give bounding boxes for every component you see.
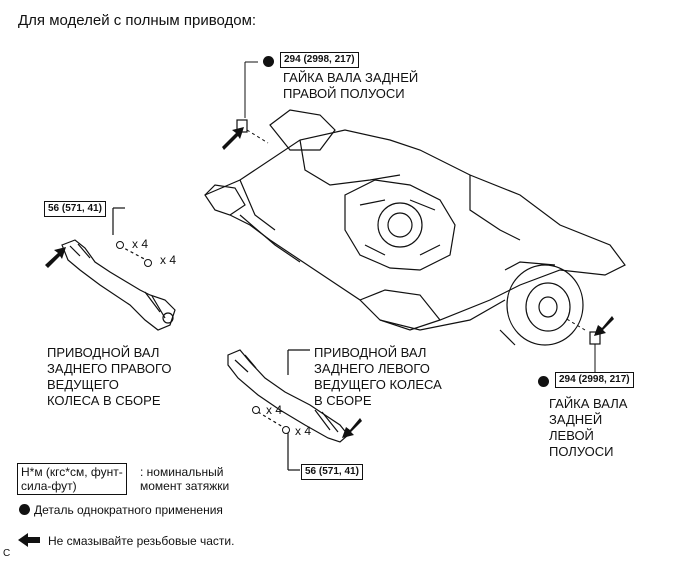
wheel-hub [506, 264, 584, 346]
torque-value-right-shaft: 56 (571, 41) [44, 201, 106, 217]
single-use-dot [263, 56, 274, 67]
legend-torque-desc: : номинальный момент затяжки [140, 465, 230, 493]
torque-value-left-nut: 294 (2998, 217) [555, 372, 634, 388]
qty-right-shaft-a: x 4 [132, 237, 149, 251]
page-title: Для моделей с полным приводом: [18, 12, 257, 29]
corner-mark: C [3, 548, 11, 559]
arrow-left-nut [594, 316, 614, 336]
qty-left-shaft-b: x 4 [295, 424, 312, 438]
torque-value-right-nut: 294 (2998, 217) [280, 52, 359, 68]
label-left-nut: ГАЙКА ВАЛА ЗАДНЕЙ ЛЕВОЙ ПОЛУОСИ [549, 396, 628, 459]
qty-right-shaft-b: x 4 [160, 253, 177, 267]
no-grease-arrows [18, 127, 614, 547]
arrow-legend [18, 533, 40, 547]
qty-left-shaft-a: x 4 [266, 403, 283, 417]
label-left-shaft: ПРИВОДНОЙ ВАЛ ЗАДНЕГО ЛЕВОГО ВЕДУЩЕГО КО… [314, 345, 442, 408]
subframe-outline [204, 129, 626, 331]
left-nut-group [564, 317, 601, 378]
single-use-dot [538, 376, 549, 387]
label-right-nut: ГАЙКА ВАЛА ЗАДНЕЙ ПРАВОЙ ПОЛУОСИ [283, 70, 419, 101]
torque-value-left-shaft: 56 (571, 41) [301, 464, 363, 480]
label-right-shaft: ПРИВОДНОЙ ВАЛ ЗАДНЕГО ПРАВОГО ВЕДУЩЕГО К… [47, 345, 172, 408]
arrow-right-shaft [45, 247, 66, 268]
legend-single-use-text: Деталь однократного применения [34, 503, 223, 517]
legend-torque-unit: Н*м (кгс*см, фунт- сила-фут) [17, 463, 127, 495]
right-drive-shaft [61, 207, 176, 331]
legend-single-use-dot [19, 504, 30, 515]
arrow-left-shaft [342, 418, 362, 438]
differential [344, 179, 456, 271]
arrow-right-nut [222, 127, 244, 150]
legend-no-grease-text: Не смазывайте резьбовые части. [48, 534, 235, 548]
